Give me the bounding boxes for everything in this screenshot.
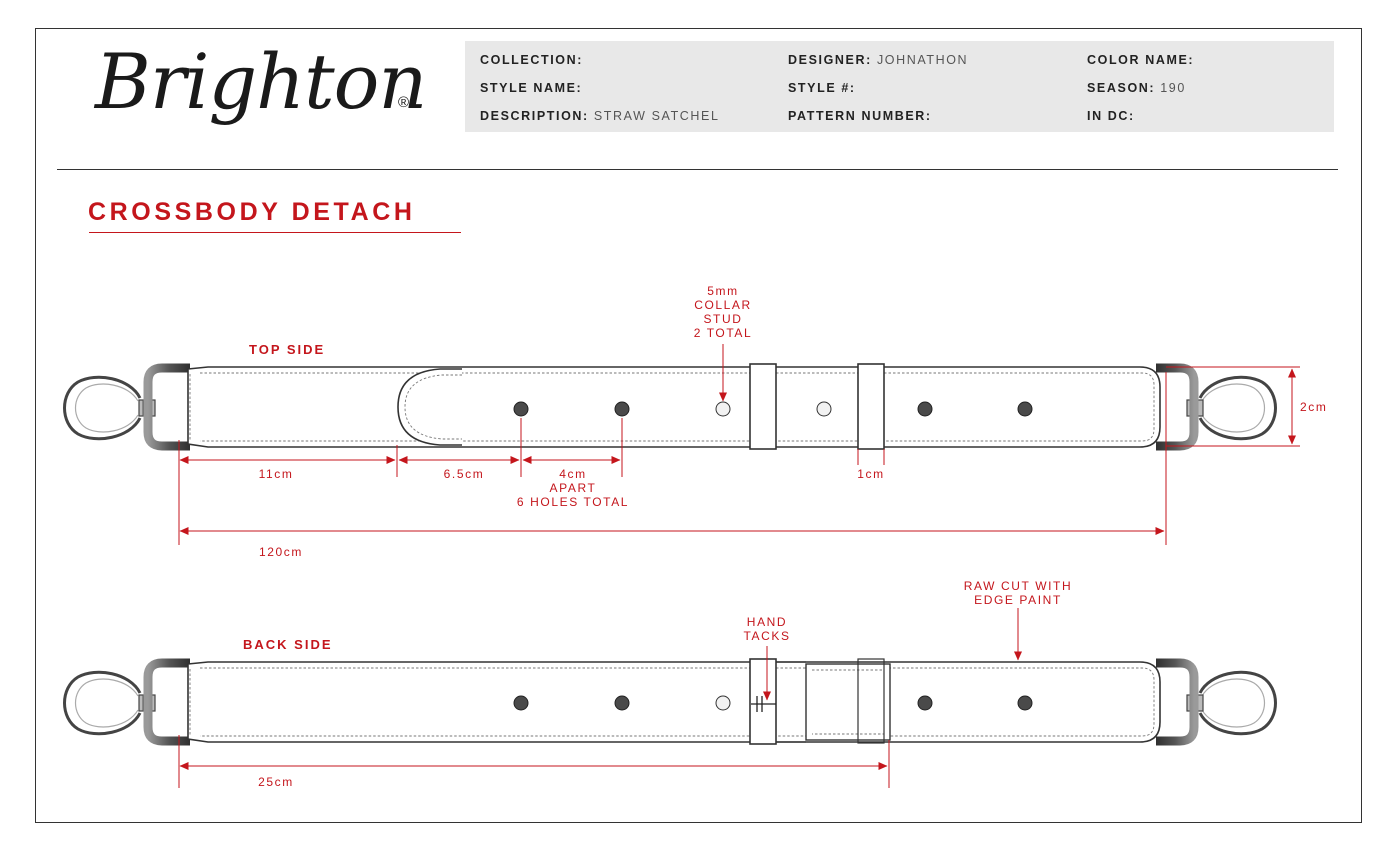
left-swivel-clasp-icon (63, 363, 190, 451)
spec-value: JOHNATHON (876, 53, 969, 67)
tack-note-line: HAND (747, 615, 787, 629)
spec-label: COLLECTION: (480, 53, 584, 67)
hole-icon (917, 401, 933, 417)
header-divider (57, 169, 1338, 170)
spec-label: STYLE #: (788, 81, 856, 95)
spec-designer: DESIGNER: JOHNATHON (788, 53, 968, 67)
left-swivel-clasp-icon (63, 658, 190, 746)
spec-style-name: STYLE NAME: (480, 81, 582, 95)
back-side-strap (63, 658, 1277, 746)
dim-strap-width: 2cm (1300, 400, 1327, 414)
spec-label: SEASON: (1087, 81, 1156, 95)
spec-value: STRAW SATCHEL (593, 109, 720, 123)
dim-total-length: 120cm (259, 545, 303, 559)
collar-stud-icon (715, 401, 731, 417)
dim-tip-length: 6.5cm (444, 467, 485, 481)
spacing-note-line: APART (550, 481, 597, 495)
edge-note-line: RAW CUT WITH (964, 579, 1073, 593)
top-holes (513, 401, 1033, 417)
section-title: CROSSBODY DETACH (88, 198, 416, 226)
spec-label: DESIGNER: (788, 53, 872, 67)
back-dimension-lines (178, 608, 1022, 788)
dim-hole-spacing: 4cm (559, 467, 586, 481)
hole-icon (513, 401, 529, 417)
spec-description: DESCRIPTION: STRAW SATCHEL (480, 109, 720, 123)
spec-label: PATTERN NUMBER: (788, 109, 932, 123)
spec-collection: COLLECTION: (480, 53, 583, 67)
edge-note-line: EDGE PAINT (974, 593, 1062, 607)
collar-stud-icon (715, 695, 731, 711)
right-swivel-clasp-icon (1156, 658, 1277, 746)
top-side-label: TOP SIDE (249, 342, 325, 357)
stud-note-line: 5mm (707, 284, 738, 298)
brand-logo: Brighton ® (95, 32, 427, 142)
collar-stud-icon (816, 401, 832, 417)
tack-note-line: TACKS (743, 629, 790, 643)
hole-icon (614, 695, 630, 711)
hole-icon (1017, 401, 1033, 417)
hole-icon (513, 695, 529, 711)
top-side-strap (63, 363, 1277, 451)
spec-color-name: COLOR NAME: (1087, 53, 1194, 67)
brand-wordmark: Brighton (95, 37, 427, 126)
hole-icon (917, 695, 933, 711)
spec-info-box: COLLECTION: STYLE NAME: DESCRIPTION: STR… (465, 41, 1334, 132)
back-side-label: BACK SIDE (243, 637, 333, 652)
hand-tacks-icon (751, 696, 776, 712)
registered-mark: ® (398, 94, 410, 111)
spec-season: SEASON: 190 (1087, 81, 1186, 95)
spec-style-number: STYLE #: (788, 81, 856, 95)
spec-label: STYLE NAME: (480, 81, 583, 95)
back-holes (513, 695, 1033, 711)
right-swivel-clasp-icon (1156, 363, 1277, 451)
dim-overlap-length: 25cm (258, 775, 294, 789)
spec-value: 190 (1160, 81, 1186, 95)
spacing-note-line: 6 HOLES TOTAL (517, 495, 629, 509)
hole-icon (1017, 695, 1033, 711)
spec-label: IN DC: (1087, 109, 1135, 123)
top-dimension-lines (178, 344, 1300, 545)
spec-in-dc: IN DC: (1087, 109, 1135, 123)
dim-keeper-width: 1cm (857, 467, 884, 481)
hole-icon (614, 401, 630, 417)
spec-label: DESCRIPTION: (480, 109, 589, 123)
stud-note-line: 2 TOTAL (694, 326, 753, 340)
stud-note-line: COLLAR (694, 298, 752, 312)
stud-note-line: STUD (703, 312, 742, 326)
section-title-underline (89, 232, 461, 233)
dim-start-length: 11cm (259, 467, 294, 481)
spec-pattern-number: PATTERN NUMBER: (788, 109, 932, 123)
spec-label: COLOR NAME: (1087, 53, 1195, 67)
